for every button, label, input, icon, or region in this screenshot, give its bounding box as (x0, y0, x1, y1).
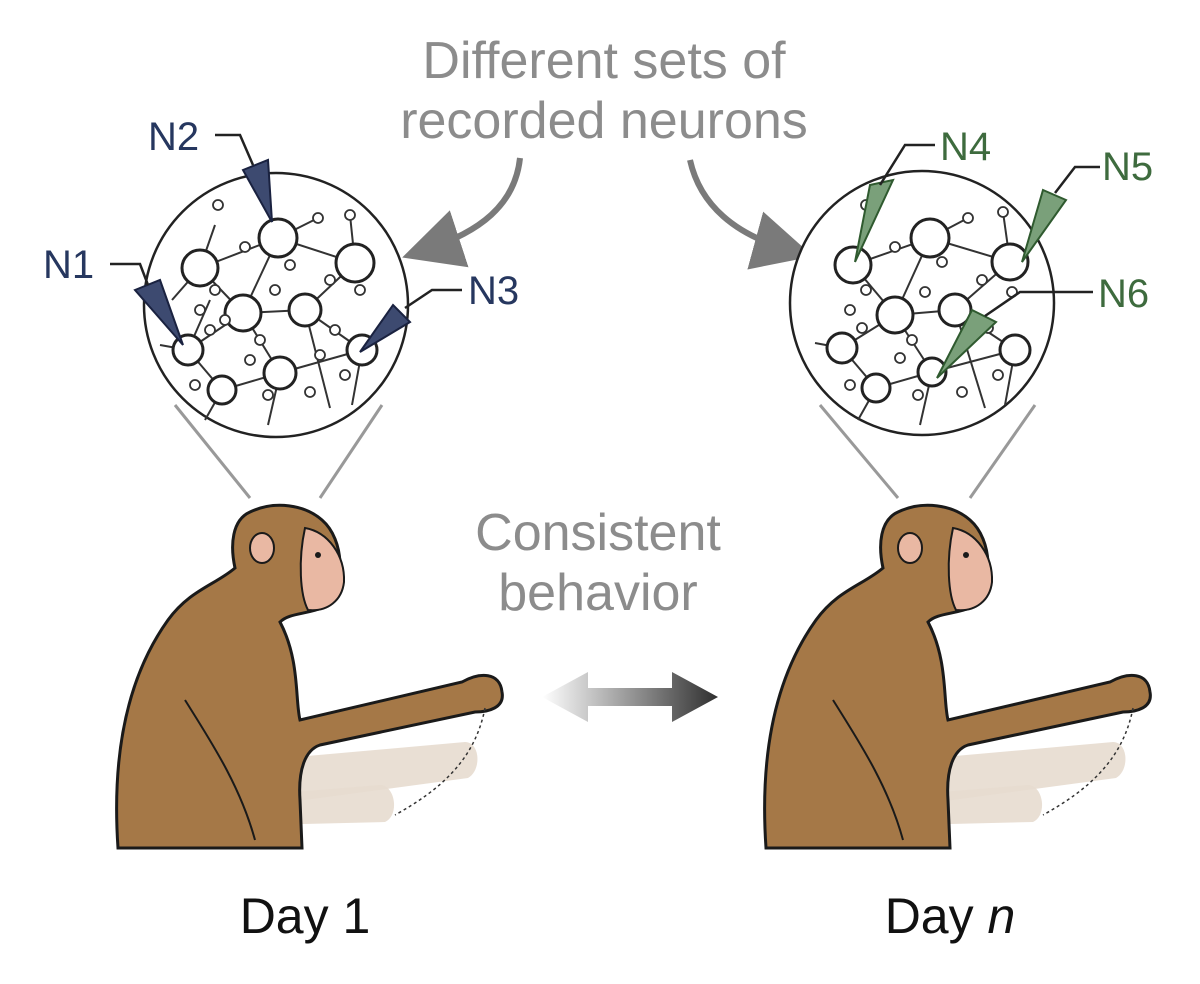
label-n3: N3 (468, 269, 519, 313)
right-monkey-arm-line (832, 699, 904, 841)
probe-n2 (241, 158, 273, 223)
day-n-label: Day n (885, 888, 1016, 944)
right-neuron-circle (788, 169, 1056, 437)
n3-leader (404, 288, 462, 310)
right-monkey-illustration (763, 503, 1152, 850)
label-n4: N4 (940, 125, 991, 169)
left-monkey-illustration (115, 503, 504, 850)
arrow-to-left-circle (402, 157, 523, 268)
left-network-small-nodes (189, 199, 366, 401)
right-monkey-ear (897, 532, 923, 564)
left-monkey-face (299, 526, 346, 612)
right-zoom-line (818, 404, 900, 499)
day-n-variable: n (988, 888, 1016, 944)
day-1-label: Day 1 (240, 888, 371, 944)
left-network-nodes (171, 217, 379, 406)
right-monkey-face (947, 526, 994, 612)
left-ghost-arm-1 (262, 742, 478, 805)
left-zoom-line (173, 404, 252, 499)
right-network-nodes (825, 217, 1032, 404)
left-monkey-arm-line (184, 699, 256, 841)
label-n5: N5 (1102, 145, 1153, 189)
left-neuron-circle (142, 171, 410, 439)
left-monkey-ear (249, 532, 275, 564)
label-n6: N6 (1098, 272, 1149, 316)
right-ghost-arm-1 (910, 742, 1126, 805)
n6-leader (984, 290, 1093, 318)
left-monkey-eye (315, 552, 321, 558)
right-zoom-line (968, 404, 1037, 499)
n4-leader (878, 143, 935, 186)
right-monkey-eye (963, 552, 969, 558)
center-line-2: behavior (498, 564, 697, 622)
left-neuron-network: N2 N1 N3 (43, 115, 519, 499)
n5-leader (1054, 165, 1100, 194)
header-line-2: recorded neurons (400, 92, 808, 150)
label-n2: N2 (148, 115, 199, 159)
right-movement-trajectory (1042, 707, 1134, 816)
label-n1: N1 (43, 243, 94, 287)
bidirectional-arrow-icon (542, 672, 718, 722)
day-n-prefix: Day (885, 888, 988, 944)
probe-n5 (1021, 188, 1068, 263)
header-title: Different sets of recorded neurons (400, 32, 808, 150)
n1-leader (110, 262, 150, 286)
center-annotation: Consistent behavior (475, 504, 721, 622)
left-zoom-line (318, 404, 384, 499)
header-line-1: Different sets of (422, 32, 786, 90)
center-line-1: Consistent (475, 504, 721, 562)
left-movement-trajectory (394, 707, 486, 816)
n2-leader (215, 133, 255, 166)
right-neuron-network: N4 N5 N6 (788, 125, 1153, 499)
probe-n6 (936, 308, 998, 379)
arrow-to-right-circle (687, 159, 814, 270)
probe-n3 (359, 303, 412, 353)
